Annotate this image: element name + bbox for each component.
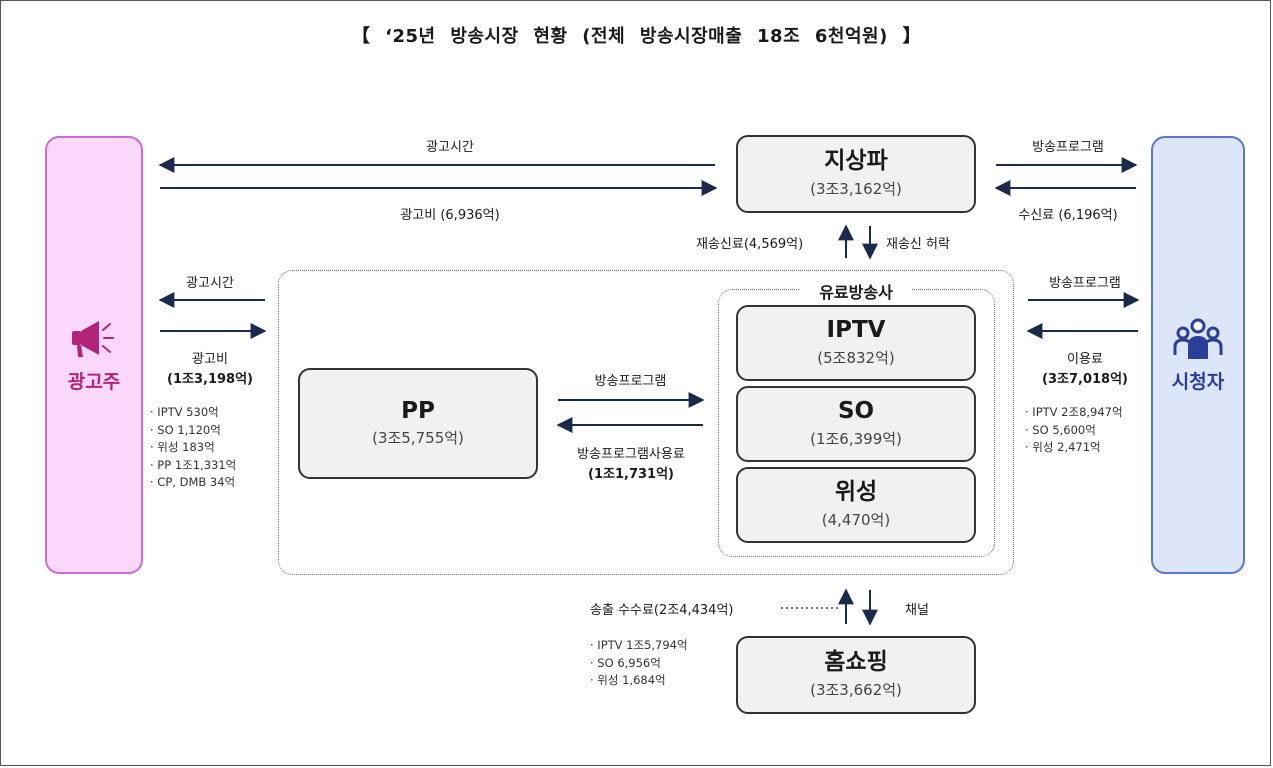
terrestrial-name: 지상파 — [824, 148, 888, 175]
label-transmission-fee: 송출 수수료(2조4,434억) — [590, 603, 734, 618]
label-mid-ad-time: 광고시간 — [186, 276, 234, 291]
megaphone-icon — [72, 320, 114, 357]
viewer-box: 시청자 — [1151, 136, 1245, 574]
label-paid-program: 방송프로그램 — [1049, 276, 1121, 291]
ad-breakdown-item: · PP 1조1,331억 — [150, 457, 237, 472]
pp-name: PP — [401, 397, 435, 424]
iptv-value: (5조832억) — [817, 348, 895, 367]
iptv-name: IPTV — [826, 317, 886, 344]
transmission-breakdown-list: · IPTV 1조5,794억 · SO 6,956억 · 위성 1,684억 — [590, 637, 688, 690]
paid-broadcaster-label: 유료방송사 — [800, 279, 912, 303]
transmission-breakdown-item: · IPTV 1조5,794억 — [590, 638, 688, 652]
ad-breakdown-item: · IPTV 530억 — [150, 405, 219, 419]
pp-node: PP (3조5,755억) — [298, 368, 538, 479]
label-usage-fee: 이용료 — [1067, 352, 1103, 367]
so-node: SO (1조6,399억) — [736, 386, 976, 462]
satellite-name: 위성 — [834, 479, 878, 506]
homeshopping-value: (3조3,662억) — [810, 680, 902, 699]
label-top-ad-fee: 광고비 (6,936억) — [400, 208, 500, 223]
ad-breakdown-item: · CP, DMB 34억 — [150, 475, 236, 489]
ad-breakdown-list: · IPTV 530억 · SO 1,120억 · 위성 183억 · PP 1… — [150, 404, 236, 492]
ad-breakdown-item: · 위성 183억 — [150, 440, 215, 454]
transmission-breakdown-item: · SO 6,956억 — [590, 655, 661, 670]
terrestrial-value: (3조3,162억) — [810, 179, 902, 198]
homeshopping-name: 홈쇼핑 — [824, 649, 888, 676]
advertiser-box: 광고주 — [45, 136, 143, 574]
label-top-ad-time: 광고시간 — [426, 140, 474, 155]
label-pp-usage-fee: 방송프로그램사용료 — [577, 447, 685, 462]
value-usage-fee: (3조7,018억) — [1042, 372, 1128, 387]
homeshopping-node: 홈쇼핑 (3조3,662억) — [736, 636, 976, 714]
usage-breakdown-item: · SO 5,600억 — [1025, 422, 1096, 437]
people-icon — [1173, 318, 1223, 359]
label-retrans-fee: 재송신료(4,569억) — [696, 237, 804, 252]
pp-value: (3조5,755억) — [372, 429, 464, 448]
transmission-breakdown-item: · 위성 1,684억 — [590, 673, 666, 687]
terrestrial-node: 지상파 (3조3,162억) — [736, 135, 976, 213]
ad-breakdown-item: · SO 1,120억 — [150, 422, 221, 437]
label-terr-receive-fee: 수신료 (6,196억) — [1018, 208, 1118, 223]
iptv-node: IPTV (5조832억) — [736, 305, 976, 381]
value-pp-usage-fee: (1조1,731억) — [588, 467, 674, 482]
so-value: (1조6,399억) — [810, 429, 902, 448]
usage-breakdown-item: · IPTV 2조8,947억 — [1025, 405, 1123, 419]
label-retrans-permit: 재송신 허락 — [886, 237, 950, 252]
satellite-node: 위성 (4,470억) — [736, 467, 976, 543]
usage-breakdown-list: · IPTV 2조8,947억 · SO 5,600억 · 위성 2,471억 — [1025, 404, 1123, 457]
so-name: SO — [837, 398, 875, 425]
value-mid-ad-fee: (1조3,198억) — [167, 372, 253, 387]
label-terr-program: 방송프로그램 — [1032, 140, 1104, 155]
paid-broadcast-region — [278, 270, 1014, 575]
viewer-label: 시청자 — [1171, 370, 1225, 393]
label-channel: 채널 — [905, 603, 929, 618]
diagram-title: 【 ‘25년 방송시장 현황 (전체 방송시장매출 18조 6천억원) 】 — [351, 26, 922, 47]
satellite-value: (4,470억) — [821, 510, 891, 529]
advertiser-label: 광고주 — [67, 370, 121, 393]
label-mid-ad-fee: 광고비 — [192, 352, 228, 367]
label-pp-program: 방송프로그램 — [594, 374, 667, 389]
usage-breakdown-item: · 위성 2,471억 — [1025, 440, 1101, 454]
